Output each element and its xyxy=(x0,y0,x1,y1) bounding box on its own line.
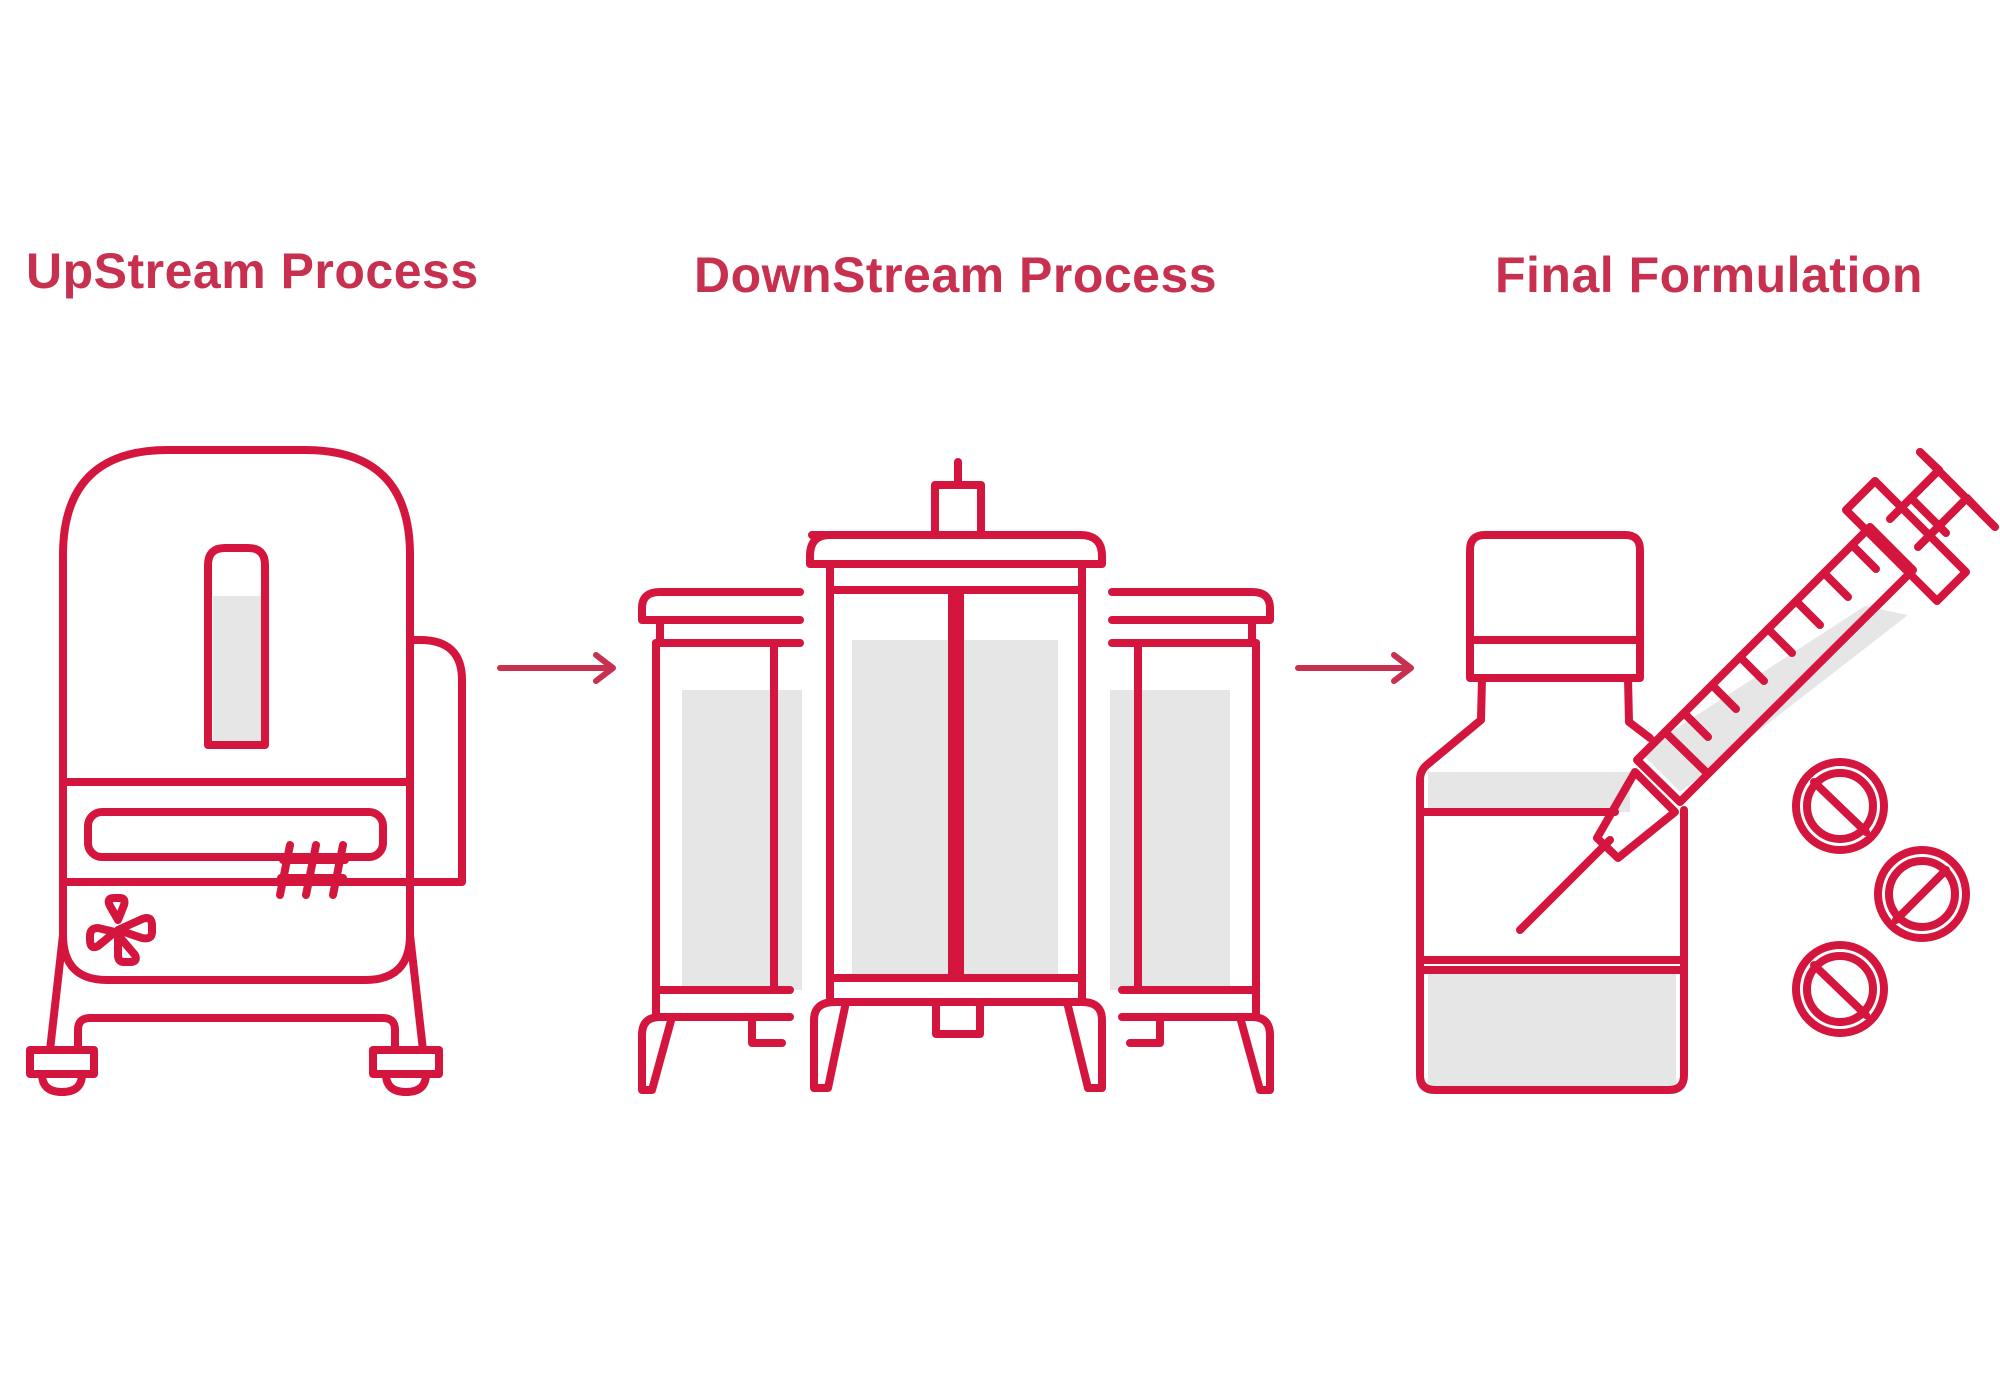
chromatography-columns-icon xyxy=(638,458,1274,1094)
final-formulation-title: Final Formulation xyxy=(1495,247,1923,303)
upstream-process-title: UpStream Process xyxy=(26,243,479,299)
vial-syringe-pills-icon xyxy=(1416,448,1999,1094)
flow-arrow-icon xyxy=(1295,652,1414,684)
flow-arrow-icon xyxy=(497,652,616,684)
bioreactor-icon xyxy=(26,446,466,1096)
downstream-process-title: DownStream Process xyxy=(694,247,1218,303)
